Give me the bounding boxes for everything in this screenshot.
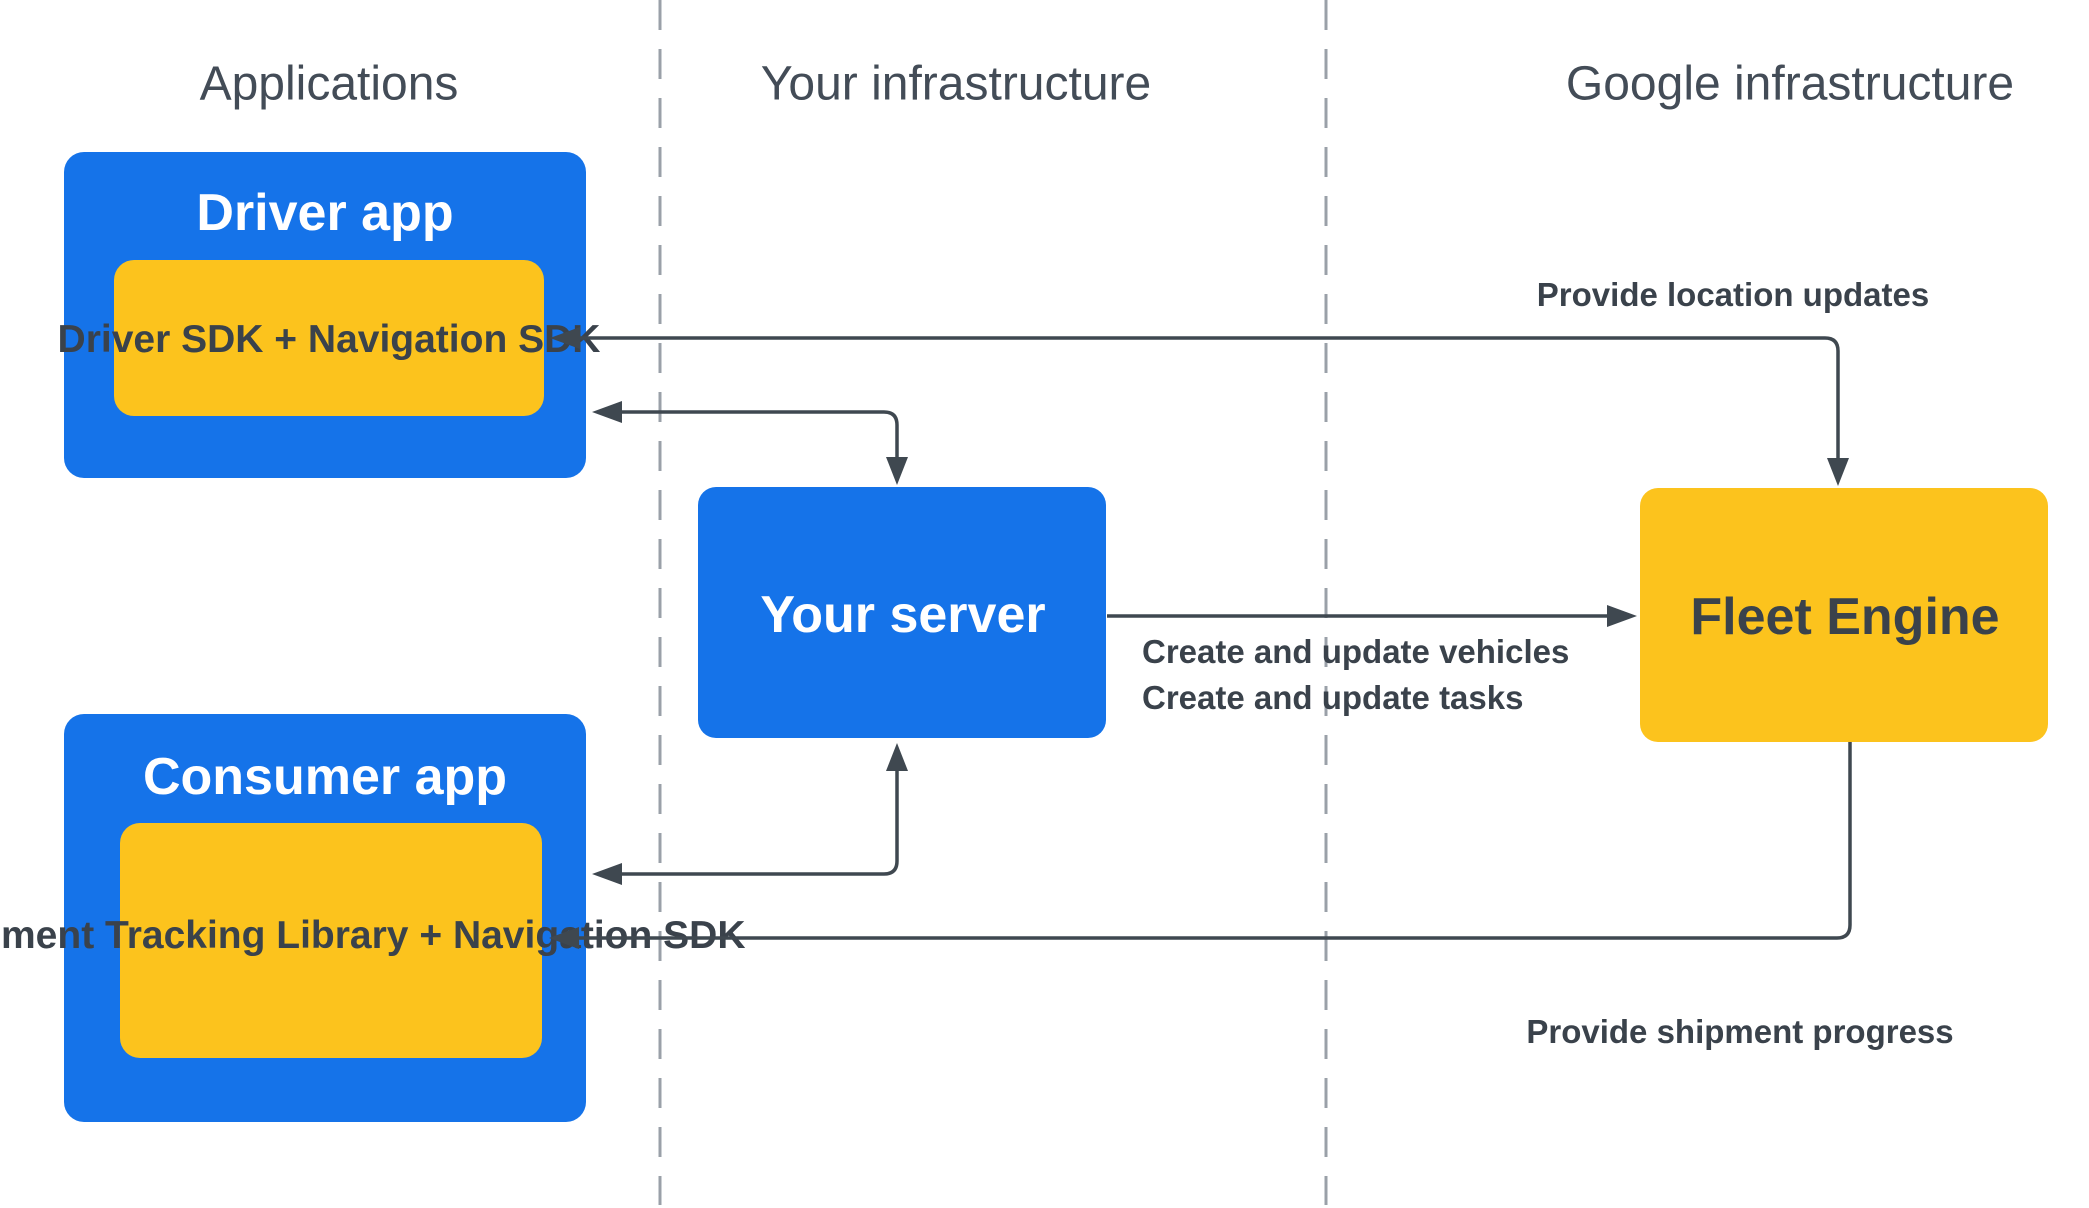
edge-driver-server-line <box>620 410 899 457</box>
label-create-update-tasks: Create and update tasks <box>1142 679 1524 716</box>
column-header-your-infrastructure: Your infrastructure <box>760 57 1152 111</box>
arrowhead-into-driver-app-icon <box>592 401 622 423</box>
arrowhead-into-server-bottom-icon <box>886 743 908 771</box>
column-header-applications: Applications <box>199 57 459 111</box>
your-server-box <box>698 487 1106 738</box>
driver-sdk-box <box>114 260 544 416</box>
edge-shipment-progress-line <box>577 742 1852 940</box>
label-provide-location-updates: Provide location updates <box>1536 276 1930 313</box>
shipment-line1: Shipment <box>0 914 95 957</box>
shipment-line3: + Navigation SDK <box>419 914 746 957</box>
arrowhead-into-fleet-engine-left-icon <box>1607 605 1637 627</box>
fleet-engine-title: Fleet Engine <box>1690 588 2000 646</box>
driver-sdk-label: Driver SDK + Navigation SDK <box>58 309 601 371</box>
your-server-title: Your server <box>760 586 1046 644</box>
edge-location-updates-line <box>578 336 1840 459</box>
edge-server-consumer-line <box>620 771 899 876</box>
driver-sdk-line1: Driver SDK + <box>57 318 298 361</box>
driver-sdk-line2: Navigation SDK <box>307 318 601 361</box>
shipment-line2: Tracking Library <box>105 914 409 957</box>
shipment-tracking-library-label: Shipment Tracking Library + Navigation S… <box>0 905 745 967</box>
label-provide-shipment-progress: Provide shipment progress <box>1526 1013 1954 1050</box>
consumer-app-title: Consumer app <box>142 748 508 806</box>
arrowhead-into-server-top-icon <box>886 457 908 485</box>
shipment-tracking-library-box <box>120 823 542 1058</box>
label-create-update-vehicles: Create and update vehicles <box>1142 633 1570 670</box>
column-header-google-infrastructure: Google infrastructure <box>1565 57 2015 111</box>
arrowhead-into-consumer-app-icon <box>592 863 622 885</box>
driver-app-title: Driver app <box>196 184 454 242</box>
fleet-engine-box <box>1640 488 2048 742</box>
arrowhead-into-fleet-engine-top-icon <box>1827 458 1849 486</box>
